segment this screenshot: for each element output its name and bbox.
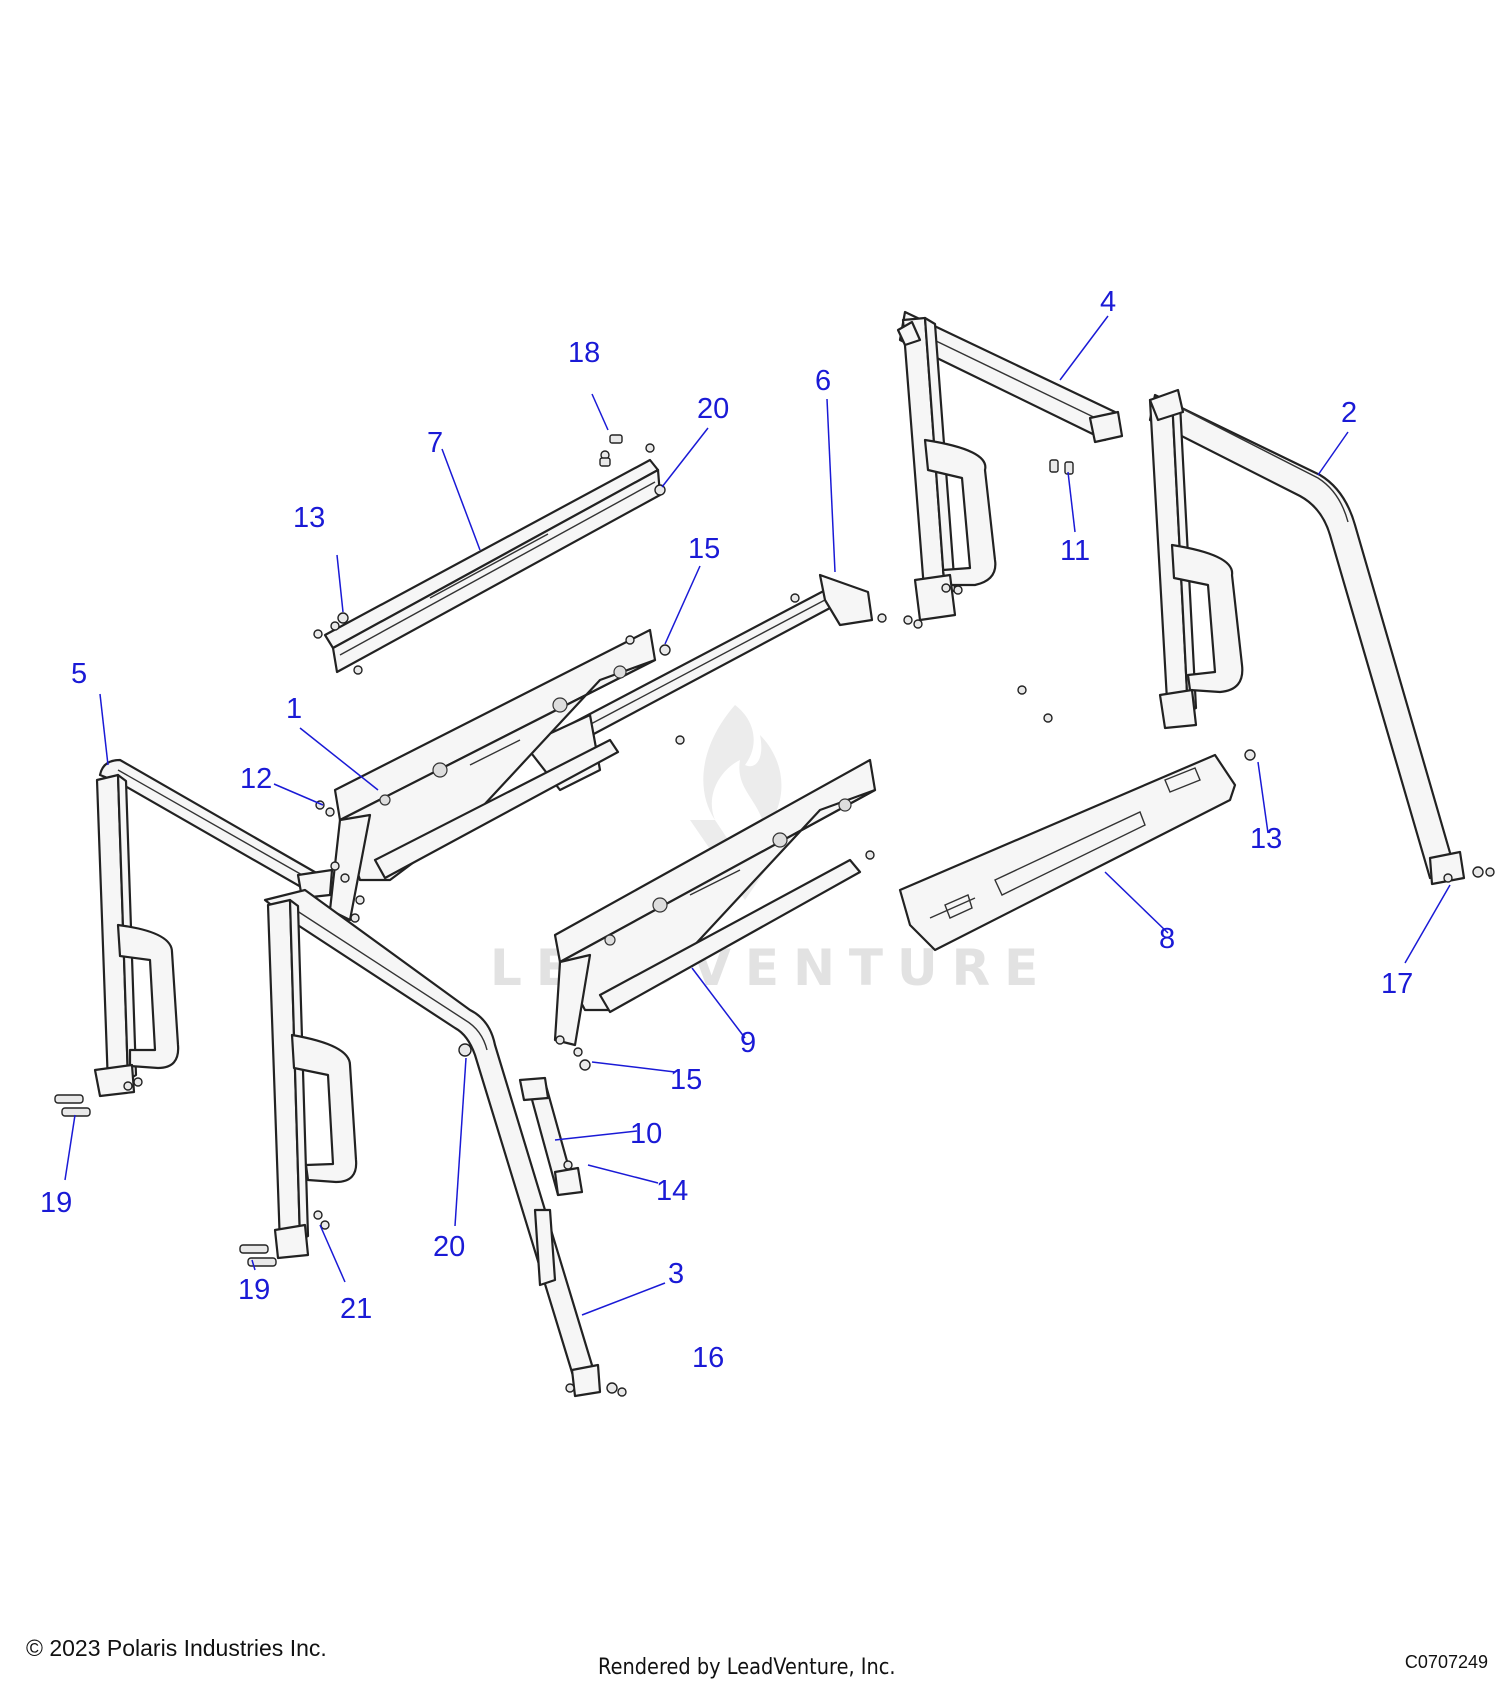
link-strut (518, 1076, 584, 1197)
callout-1: 1 (286, 693, 302, 725)
callout-12: 12 (240, 763, 272, 795)
callout-15: 15 (688, 533, 720, 565)
callout-14: 14 (656, 1175, 688, 1207)
diagram-code: C0707249 (1404, 1652, 1488, 1672)
callout-21: 21 (340, 1293, 372, 1325)
callout-19: 19 (238, 1274, 270, 1306)
callout-9: 9 (740, 1027, 756, 1059)
callout-16: 16 (692, 1342, 724, 1374)
callout-20: 20 (433, 1231, 465, 1263)
front-right-roll-bar (263, 888, 627, 1398)
callout-3: 3 (668, 1258, 684, 1290)
callout-13: 13 (293, 502, 325, 534)
callout-19: 19 (40, 1187, 72, 1219)
left-bed-rail (325, 628, 657, 923)
callout-17: 17 (1381, 968, 1413, 1000)
copyright-notice: © 2023 Polaris Industries Inc. (26, 1635, 327, 1661)
loose-hardware (54, 434, 1074, 1267)
callout-18: 18 (568, 337, 600, 369)
front-left-roll-bar (93, 758, 350, 1098)
callout-13: 13 (1250, 823, 1282, 855)
callout-5: 5 (71, 658, 87, 690)
callout-20: 20 (697, 393, 729, 425)
watermark-flame-icon (703, 705, 782, 830)
callout-10: 10 (630, 1118, 662, 1150)
leader-lines (64, 315, 1451, 1316)
callout-6: 6 (815, 365, 831, 397)
rear-left-roll-bar (896, 310, 1124, 629)
callout-7: 7 (427, 427, 443, 459)
right-bed-rail (553, 758, 877, 1057)
upper-cross-bracket (313, 443, 662, 675)
rear-right-roll-bar (1148, 388, 1495, 886)
callout-8: 8 (1159, 923, 1175, 955)
callout-4: 4 (1100, 286, 1116, 318)
callout-labels: 1 2 3 4 5 6 7 8 9 10 11 12 13 13 14 15 1… (40, 286, 1413, 1374)
callout-2: 2 (1341, 397, 1357, 429)
rear-panel (898, 685, 1256, 952)
callout-11: 11 (1060, 535, 1090, 567)
callout-15: 15 (670, 1064, 702, 1096)
rendered-by-credit: Rendered by LeadVenture, Inc. (598, 1655, 896, 1680)
